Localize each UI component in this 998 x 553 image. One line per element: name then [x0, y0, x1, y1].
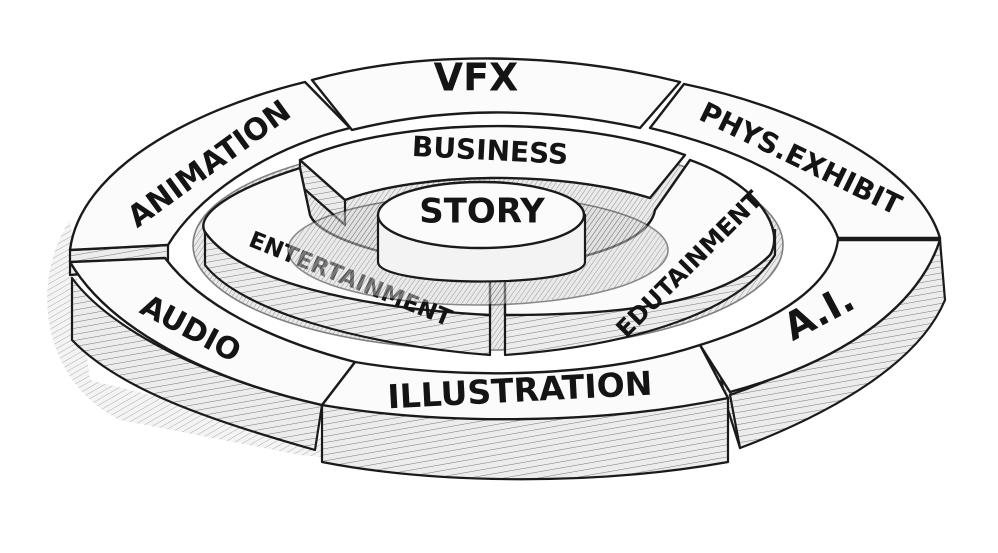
- center-label-story: STORY: [419, 192, 545, 232]
- outer-label-vfx: VFX: [434, 56, 519, 100]
- outer-segment-ai: A.I.: [698, 238, 947, 450]
- middle-segment-business: BUSINESS: [298, 124, 687, 227]
- middle-label-business: BUSINESS: [411, 130, 569, 171]
- center-hub: STORY: [287, 180, 669, 306]
- outer-segment-audio: AUDIO: [68, 256, 357, 452]
- outer-segment-illustration: ILLUSTRATION: [320, 343, 730, 481]
- outer-segment-vfx: VFX: [310, 56, 682, 132]
